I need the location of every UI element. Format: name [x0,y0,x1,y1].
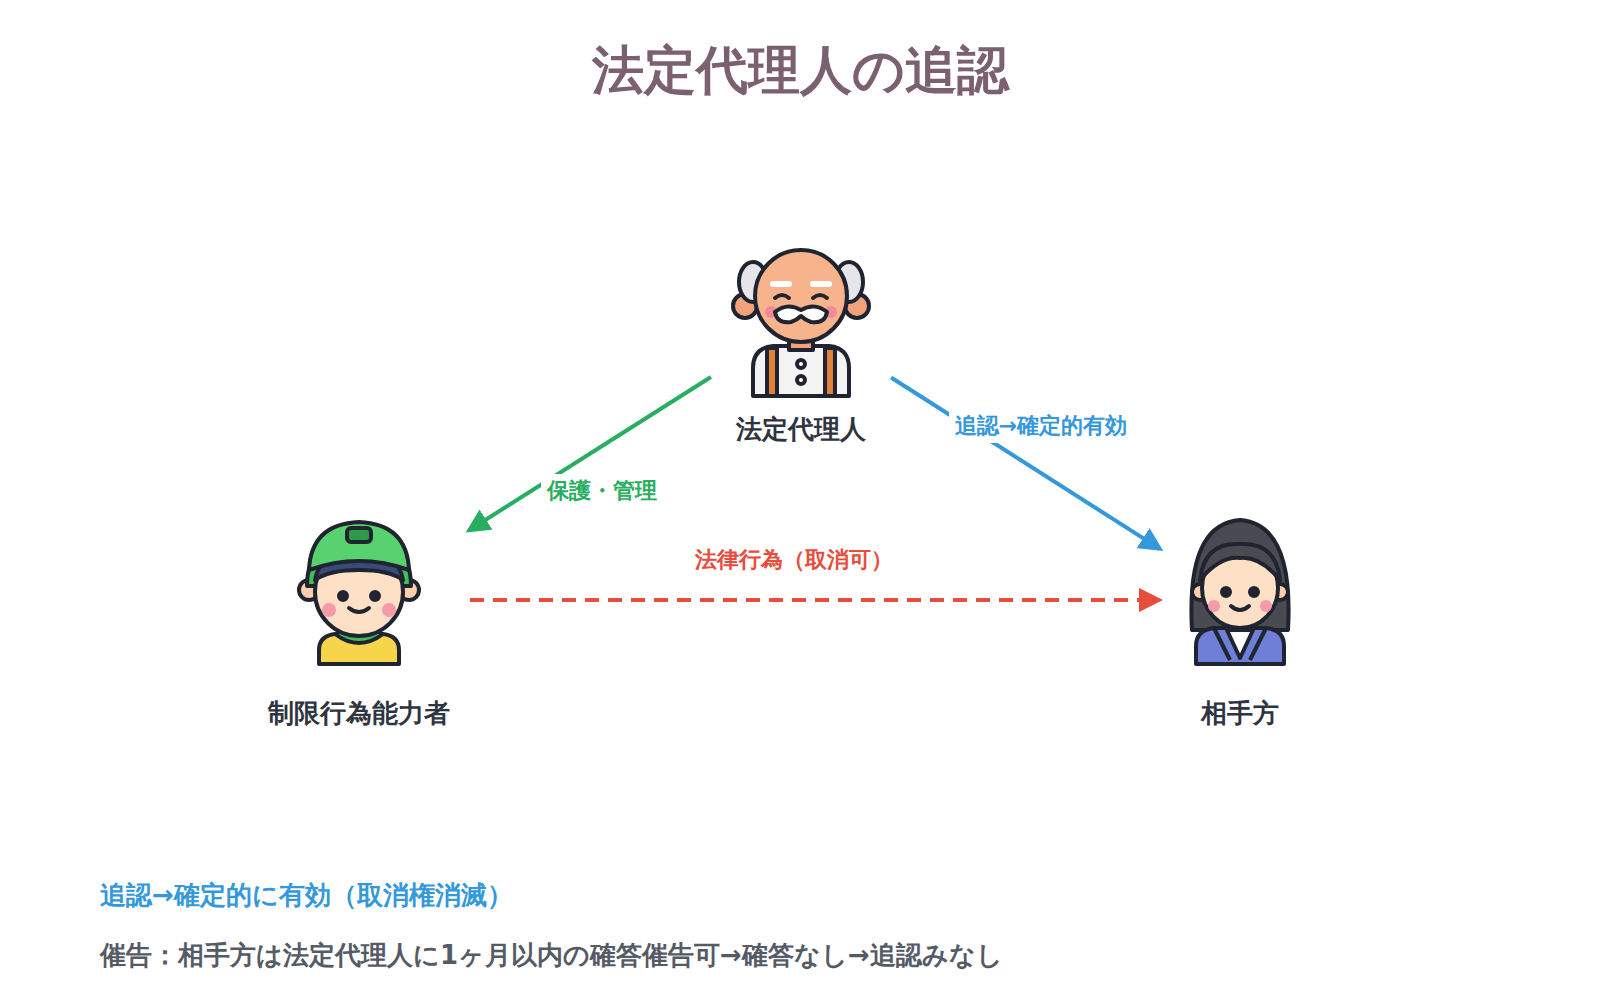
figure-node: 相手方 [1165,520,1315,739]
connector-arrow [470,598,1159,602]
figure-node: 法定代理人 [716,240,886,455]
child-icon [299,522,419,664]
connector-arrow [891,377,1160,548]
figure-node: 制限行為能力者 [254,520,464,739]
edge-label: 保護・管理 [541,474,663,508]
connector-arrow [469,377,711,530]
diagram-title: 法定代理人の追認 [0,36,1600,106]
edge-label: 追認→確定的有効 [949,409,1133,443]
edge-label: 法律行為（取消可） [689,543,899,577]
note-text: 追認→確定的に有効（取消権消滅） [100,878,513,913]
counterparty-icon [1191,520,1288,664]
node-label: 制限行為能力者 [264,694,454,733]
elder-icon [733,250,869,396]
node-label: 相手方 [1197,694,1283,733]
node-label: 法定代理人 [732,410,870,449]
note-text: 催告：相手方は法定代理人に1ヶ月以内の確答催告可→確答なし→追認みなし [100,938,1003,973]
